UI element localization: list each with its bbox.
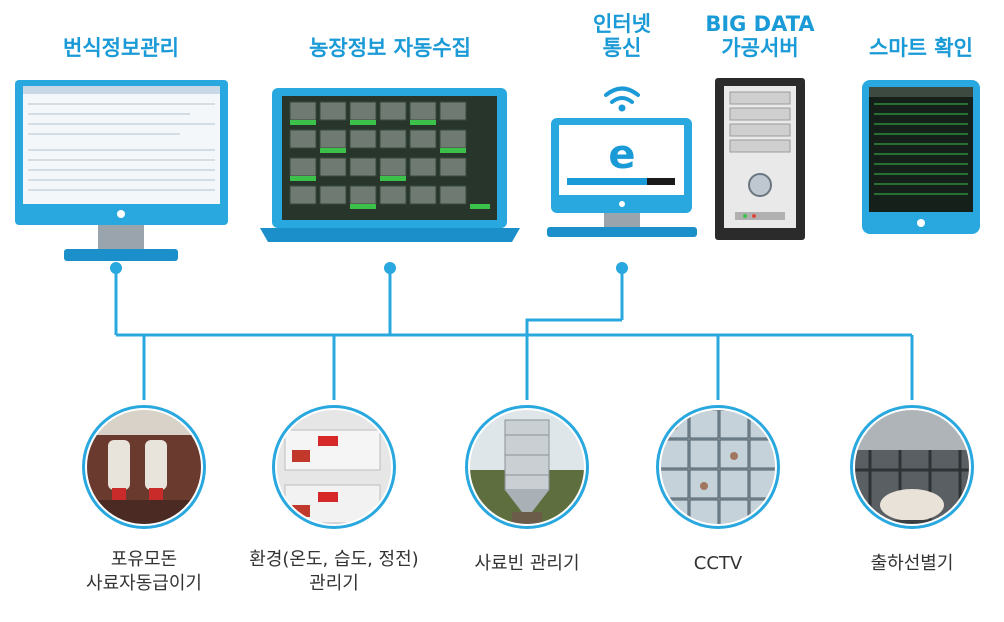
dot-farm (384, 262, 396, 274)
label-cctv: CCTV (693, 553, 743, 574)
wifi-dot (618, 104, 626, 112)
env-controller-photo (272, 405, 396, 529)
internet-monitor-icon: e (547, 86, 697, 237)
dot-internet (616, 262, 628, 274)
wifi-icon (604, 86, 640, 104)
label-bigdata: BIG DATA 가공서버 (705, 12, 815, 60)
label-feeder: 포유모돈 사료자동급이기 (86, 548, 202, 596)
line-internet-to-feedbin (525, 318, 622, 400)
label-feeder-line1: 포유모돈 (110, 549, 178, 570)
shipping-sorter-photo (850, 405, 974, 529)
cctv-photo (656, 405, 780, 529)
feed-bin-photo (465, 405, 589, 529)
internet-e-letter: e (608, 132, 635, 178)
label-farm-info: 농장정보 자동수집 (309, 36, 471, 60)
label-feeder-line2: 사료자동급이기 (86, 573, 202, 594)
feeder-photo (82, 405, 206, 529)
server-tower-icon (715, 78, 805, 240)
connection-lines (114, 268, 914, 400)
tablet-icon (862, 80, 980, 234)
dot-breeding (110, 262, 122, 274)
label-breeding-info: 번식정보관리 (63, 36, 179, 60)
label-smart: 스마트 확인 (869, 36, 973, 60)
label-shipping: 출하선별기 (870, 553, 954, 574)
desktop-monitor-icon (15, 80, 228, 261)
label-env-line2: 관리기 (309, 573, 359, 594)
laptop-icon (260, 88, 520, 242)
connection-dots (110, 262, 628, 274)
label-feedbin: 사료빈 관리기 (474, 553, 580, 574)
label-env: 환경(온도, 습도, 정전) 관리기 (249, 548, 418, 596)
label-env-line1: 환경(온도, 습도, 정전) (249, 549, 419, 570)
label-internet: 인터넷 통신 (593, 12, 651, 60)
